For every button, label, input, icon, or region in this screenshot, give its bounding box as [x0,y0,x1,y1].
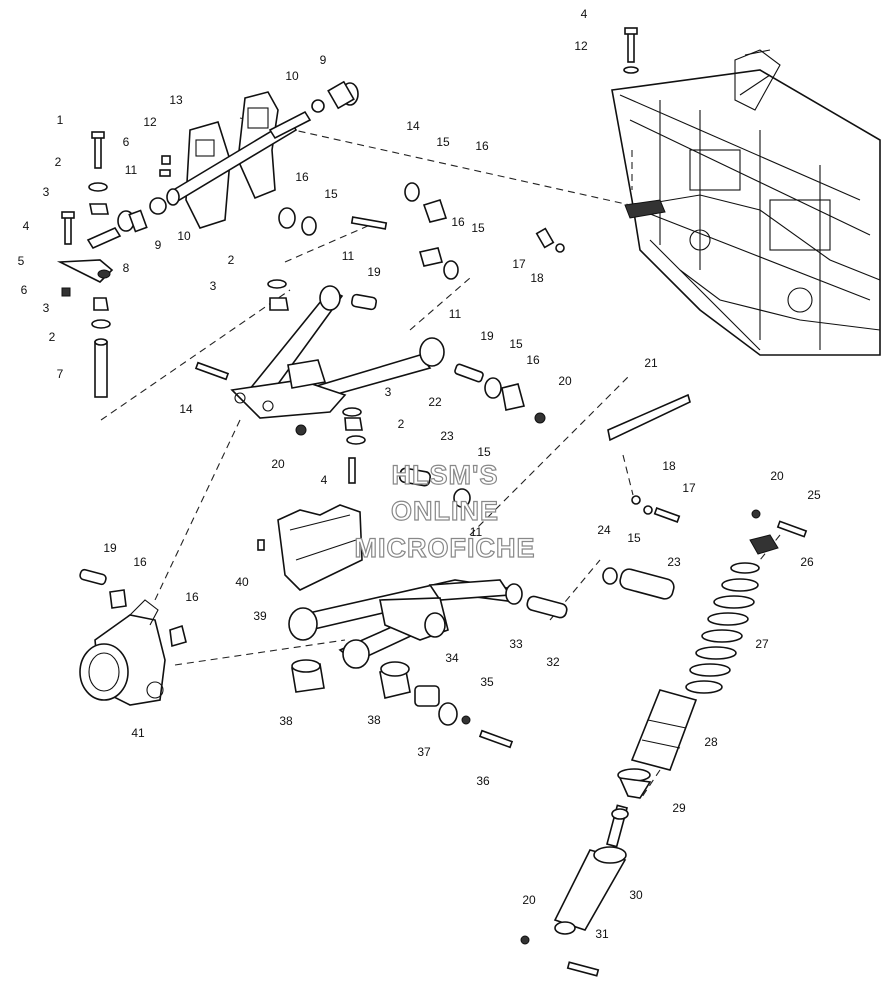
callout-c-18b: 18 [662,459,676,473]
callout-c-6a: 6 [123,135,130,149]
callout-c-2d: 2 [398,417,405,431]
frame-assembly [611,49,881,356]
hardware-left [56,131,171,398]
callout-c-1: 1 [57,113,64,127]
callout-c-16e: 16 [133,555,147,569]
callout-c-13: 13 [169,93,183,107]
callout-c-35: 35 [480,675,494,689]
wheel-hub [79,568,187,706]
top-fasteners [623,27,639,74]
callout-c-14a: 14 [406,119,420,133]
callout-c-30: 30 [629,888,643,902]
watermark-line-2: ONLINE [391,496,499,526]
callout-c-11c: 11 [449,307,462,321]
callout-c-19a: 19 [367,265,381,279]
callout-c-41: 41 [131,726,145,740]
callout-c-24: 24 [597,523,611,537]
callout-c-2b: 2 [49,330,56,344]
shock-assembly [520,495,808,977]
callout-c-19c: 19 [103,541,117,555]
callout-c-14b: 14 [179,402,193,416]
lower-a-arm [257,467,568,669]
callout-c-22: 22 [428,395,442,409]
callout-c-4c: 4 [321,473,328,487]
coil-spring [685,562,760,694]
callout-c-7: 7 [57,367,64,381]
callout-c-20d: 20 [522,893,536,907]
callout-c-25: 25 [807,488,821,502]
callout-c-40: 40 [235,575,249,589]
callout-c-21: 21 [644,356,658,370]
callout-c-29: 29 [672,801,686,815]
callout-c-19b: 19 [480,329,494,343]
steering-knuckle [166,80,359,229]
callout-c-3c: 3 [210,279,217,293]
callout-c-34: 34 [445,651,459,665]
callout-c-12a: 12 [574,39,588,53]
callout-c-27: 27 [755,637,769,651]
callout-c-16b: 16 [295,170,309,184]
watermark-line-3: MICROFICHE [355,533,536,563]
callout-c-11d: 11 [470,525,483,539]
callout-c-15e: 15 [477,445,491,459]
callout-c-11b: 11 [342,249,355,263]
callout-c-38b: 38 [367,713,381,727]
callout-c-11a: 11 [125,163,138,177]
callout-c-10a: 10 [285,69,299,83]
callout-c-9b: 9 [155,238,162,252]
callout-c-23a: 23 [440,429,454,443]
callout-c-10b: 10 [177,229,191,243]
callout-c-16c: 16 [451,215,465,229]
callout-c-15c: 15 [471,221,485,235]
callout-c-37: 37 [417,745,431,759]
callout-c-5: 5 [18,254,25,268]
lower-bushings [291,659,514,749]
callout-c-16a: 16 [475,139,489,153]
callout-c-9a: 9 [320,53,327,67]
callout-c-3d: 3 [385,385,392,399]
callout-c-8: 8 [123,261,130,275]
callout-c-3b: 3 [43,301,50,315]
callout-c-26: 26 [800,555,814,569]
assembly-lines [100,117,781,801]
watermark-line-1: HLSM'S [392,460,499,490]
callout-c-3a: 3 [43,185,50,199]
callout-c-20c: 20 [770,469,784,483]
callout-c-32: 32 [546,655,560,669]
callout-c-4b: 4 [23,219,30,233]
callout-c-15d: 15 [509,337,523,351]
upper-arm-hardware [267,182,565,311]
callout-c-20a: 20 [558,374,572,388]
callout-c-2c: 2 [228,253,235,267]
callout-c-23b: 23 [667,555,681,569]
callout-c-28: 28 [704,735,718,749]
upper-a-arm [194,285,445,436]
callout-c-36: 36 [476,774,490,788]
upper-right-bushings [342,363,691,484]
callout-c-17a: 17 [512,257,526,271]
callout-c-20b: 20 [271,457,285,471]
callout-c-18a: 18 [530,271,544,285]
callout-c-4a: 4 [581,7,588,21]
callout-c-16d: 16 [526,353,540,367]
callout-c-39: 39 [253,609,267,623]
callout-c-6b: 6 [21,283,28,297]
callout-c-31: 31 [595,927,609,941]
callout-c-15b: 15 [324,187,338,201]
callout-c-16f: 16 [185,590,199,604]
watermark: HLSM'S ONLINE MICROFICHE [354,459,536,563]
callout-c-33: 33 [509,637,523,651]
callout-c-38a: 38 [279,714,293,728]
callout-c-12b: 12 [143,115,157,129]
callout-c-15f: 15 [627,531,641,545]
callout-c-2a: 2 [55,155,62,169]
callout-c-15a: 15 [436,135,450,149]
callout-c-17b: 17 [682,481,696,495]
